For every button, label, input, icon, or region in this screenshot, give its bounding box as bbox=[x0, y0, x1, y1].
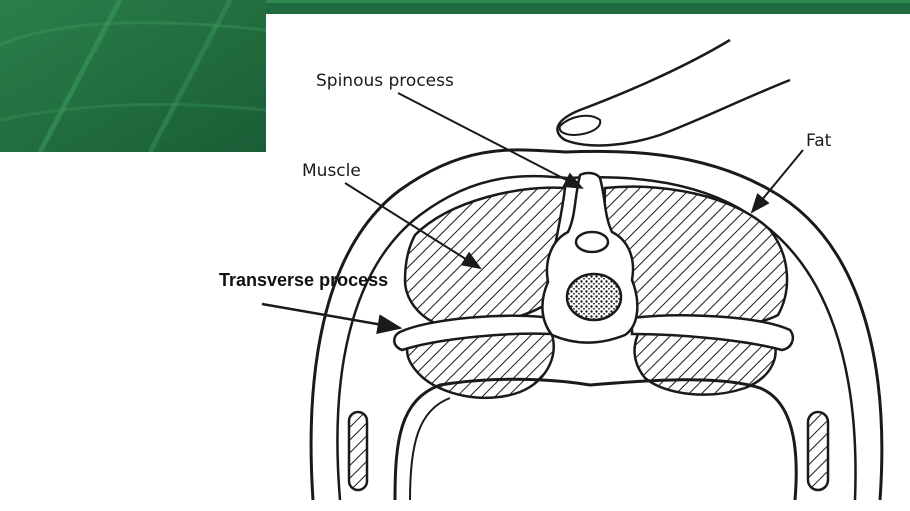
abdominal-cavity-inner bbox=[410, 398, 450, 500]
muscle-label: Muscle bbox=[302, 161, 361, 181]
vertebral-body bbox=[567, 274, 621, 320]
transverse-process-arrow bbox=[262, 304, 400, 328]
spinal-canal bbox=[576, 232, 608, 252]
spinous-process-label: Spinous process bbox=[316, 71, 454, 91]
fat-label: Fat bbox=[806, 131, 832, 151]
abdominal-cavity bbox=[395, 379, 796, 500]
rib-right bbox=[808, 412, 828, 490]
rib-left bbox=[349, 412, 367, 490]
transverse-process-label: Transverse process bbox=[219, 270, 388, 291]
fat-arrow bbox=[752, 150, 803, 212]
